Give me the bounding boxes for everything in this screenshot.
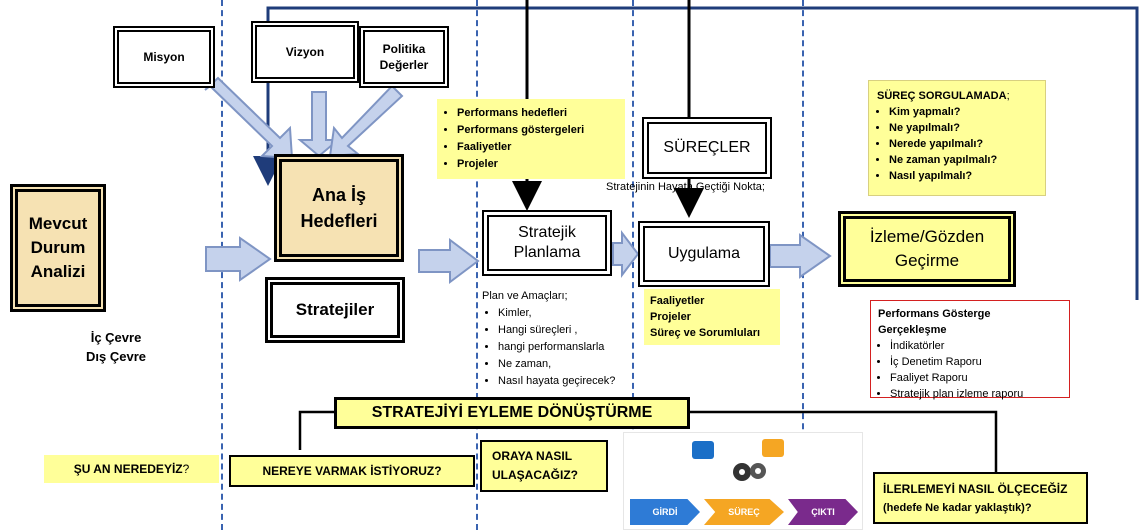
vizyon-label: Vizyon [285,45,325,59]
list-item: Faaliyetler [650,295,705,307]
banner-left-line [298,410,336,450]
ic-dis-cevre-label: İç Çevre Dış Çevre [86,330,146,364]
izleme-gozden-gecirme-box: İzleme/Gözden Geçirme [838,211,1016,287]
cikti-label: ÇIKTI [811,507,835,517]
list-item: Faaliyetler [457,139,619,156]
feedback-loop-line [253,6,1139,300]
performans-list: Performans hedefleri Performans gösterge… [443,105,619,173]
list-item: Ne zaman, [498,356,642,373]
question-nereye-varmak: NEREYE VARMAK İSTİYORUZ? [229,455,475,487]
list-item: Nasıl yapılmalı? [889,168,1037,184]
ana-is-hedefleri-box: Ana İş Hedefleri [274,154,404,262]
politika-label: Politika Değerler [379,42,429,72]
plan-amaclari-block: Plan ve Amaçları; Kimler, Hangi süreçler… [482,288,642,390]
surec-arrow: SÜREÇ [704,499,784,525]
block-arrow-uygulama-to-izleme [769,233,832,279]
strateji-eylem-banner: STRATEJİYİ EYLEME DÖNÜŞTÜRME [334,397,690,429]
performans-list-panel: Performans hedefleri Performans gösterge… [437,99,625,179]
list-item: İç Denetim Raporu [890,354,1062,370]
column-divider-3 [632,0,634,530]
block-arrow-mevcut-to-ana [205,236,272,282]
list-item: Projeler [650,311,691,323]
list-item: Nerede yapılmalı? [889,136,1037,152]
surec-sorgu-title-suffix: ; [1006,90,1010,102]
q4-text: İLERLEMEYİ NASIL ÖLÇECEĞİZ [883,482,1068,496]
surec-sorgulamada-panel: SÜREÇ SORGULAMADA; Kim yapmalı? Ne yapıl… [868,80,1046,196]
surec-sorgu-list: Kim yapmalı? Ne yapılmalı? Nerede yapılm… [877,104,1037,184]
gear-cluster-icon [730,459,770,485]
uygulama-box: Uygulama [638,221,770,287]
column-divider-2 [476,0,478,530]
stratejiler-label: Stratejiler [295,300,375,319]
list-item: Kimler, [498,305,642,322]
faaliyetler-panel: Faaliyetler Projeler Süreç ve Sorumlular… [644,289,780,345]
girdi-arrow: GİRDİ [630,499,700,525]
banner-label: STRATEJİYİ EYLEME DÖNÜŞTÜRME [371,404,653,421]
girdi-label: GİRDİ [652,507,678,517]
stratejiler-box: Stratejiler [265,277,405,343]
vizyon-box: Vizyon [251,21,359,83]
list-item: Faaliyet Raporu [890,370,1062,386]
perf-gosterge-title: Performans Gösterge Gerçekleşme [878,308,991,336]
surec-sorgu-title-row: SÜREÇ SORGULAMADA; [877,88,1037,104]
question-ilerlemeyi-nasil: İLERLEMEYİ NASIL ÖLÇECEĞİZ (hedefe Ne ka… [873,472,1088,524]
block-arrow-vizyon [297,91,341,158]
block-arrow-politika [328,84,404,158]
banner-right-line [690,410,998,472]
q4-sub: (hedefe Ne kadar yaklaştık)? [883,502,1032,514]
block-arrow-stratejik-to-uygulama [612,230,640,278]
list-item: Ne zaman yapılmalı? [889,152,1037,168]
surec-label: SÜREÇ [728,507,760,517]
q3-text: ORAYA NASIL ULAŞACAĞIZ? [492,449,578,482]
mevcut-label: Mevcut Durum Analizi [28,214,88,281]
list-item: Nasıl hayata geçirecek? [498,373,642,390]
mini-process-diagram: GİRDİ SÜREÇ ÇIKTI [623,432,863,530]
list-item: Stratejik plan izleme raporu [890,386,1062,402]
surecler-label: SÜREÇLER [663,139,751,156]
list-item: Süreç ve Sorumluları [650,327,761,339]
q1-mark: ? [182,462,190,476]
stratejik-label: Stratejik Planlama [513,224,581,261]
politika-degerler-box: Politika Değerler [359,26,449,88]
list-item: Hangi süreçleri , [498,322,642,339]
perf-gosterge-list: İndikatörler İç Denetim Raporu Faaliyet … [878,338,1062,402]
plan-title: Plan ve Amaçları; [482,290,568,302]
output-icon-orange [762,439,784,457]
input-icon-blue [692,441,714,459]
hayata-gectigi-note: Stratejinin Hayata Geçtiği Nokta; [606,181,765,193]
list-item: hangi performanslarla [498,339,642,356]
misyon-label: Misyon [143,50,185,64]
list-item: Projeler [457,156,619,173]
ana-is-label: Ana İş Hedefleri [300,185,378,231]
q1-text: ŞU AN NEREDEYİZ [73,462,183,476]
surec-sorgu-title: SÜREÇ SORGULAMADA [877,90,1007,102]
list-item: İndikatörler [890,338,1062,354]
list-item: Ne yapılmalı? [889,120,1037,136]
list-item: Performans hedefleri [457,105,619,122]
surecler-box: SÜREÇLER [642,117,772,179]
misyon-box: Misyon [113,26,215,88]
q2-text: NEREYE VARMAK İSTİYORUZ? [262,464,442,478]
stratejik-planlama-box: Stratejik Planlama [482,210,612,276]
cikti-arrow: ÇIKTI [788,499,858,525]
block-arrow-ana-to-stratejik [418,238,480,284]
izleme-label: İzleme/Gözden Geçirme [869,227,985,270]
list-item: Performans göstergeleri [457,122,619,139]
mevcut-durum-analizi-box: Mevcut Durum Analizi [10,184,106,312]
performans-gosterge-panel: Performans Gösterge Gerçekleşme İndikatö… [870,300,1070,400]
question-su-an-neredeyiz: ŞU AN NEREDEYİZ? [44,455,219,483]
block-arrow-misyon [204,76,294,160]
plan-list: Kimler, Hangi süreçleri , hangi performa… [482,305,642,390]
question-oraya-nasil: ORAYA NASIL ULAŞACAĞIZ? [480,440,608,492]
list-item: Kim yapmalı? [889,104,1037,120]
uygulama-label: Uygulama [667,245,741,262]
